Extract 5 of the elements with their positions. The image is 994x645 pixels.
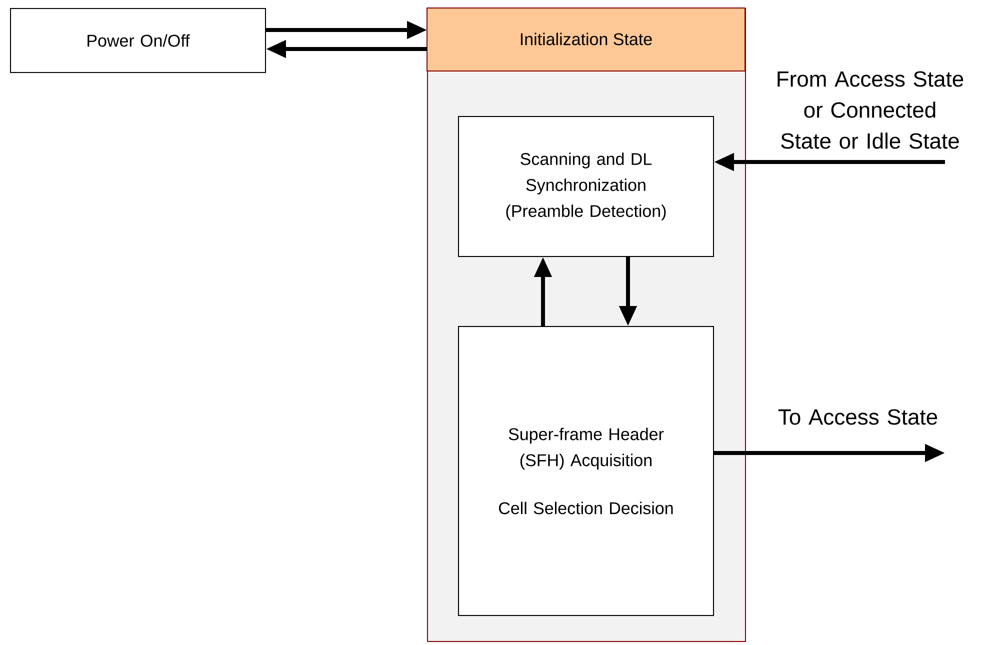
process-box: Scanning and DL Synchronization (Preamble Detection) [458,116,714,257]
edge-label: From Access State or Connected State or Idle State [778,71,964,149]
power-box: Power On/Off [10,8,266,73]
process-box: Super-frame Header (SFH) Acquisition Cell Selection Decision [458,326,714,616]
edge-label: To Access State [778,409,938,425]
